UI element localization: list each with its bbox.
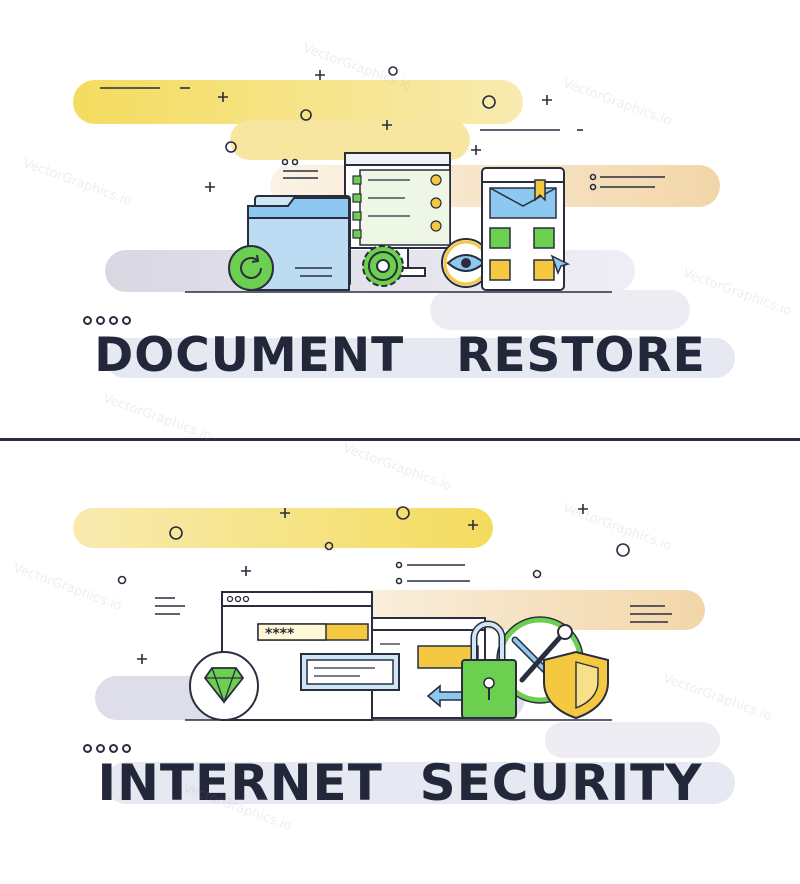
yellow-blob (73, 508, 493, 548)
gear-icon (362, 245, 404, 287)
lavender-blob (545, 722, 720, 758)
diamond-icon (189, 651, 259, 721)
banner-title: INTERNET SECURITY (97, 754, 703, 812)
arrow-left-icon (426, 684, 463, 708)
tablet-icon (481, 167, 571, 291)
yellow-blob (73, 80, 523, 124)
internet-security-illustration: **** (73, 504, 735, 804)
document-restore-illustration (73, 66, 735, 378)
password-mask: **** (265, 626, 295, 642)
lavender-blob (105, 338, 735, 378)
banner-title: DOCUMENT RESTORE (94, 328, 706, 383)
restore-icon (228, 245, 274, 291)
shield-icon (543, 650, 609, 720)
decorative-dots (83, 316, 131, 325)
lavender-blob (430, 290, 690, 330)
document-restore-banner: DOCUMENT RESTORE (0, 0, 800, 430)
yellow-blob (230, 120, 470, 160)
lavender-blob (105, 762, 735, 804)
section-divider (0, 438, 800, 441)
padlock-icon (461, 620, 517, 719)
decorative-dots (83, 744, 131, 753)
internet-security-banner: **** (0, 440, 800, 870)
